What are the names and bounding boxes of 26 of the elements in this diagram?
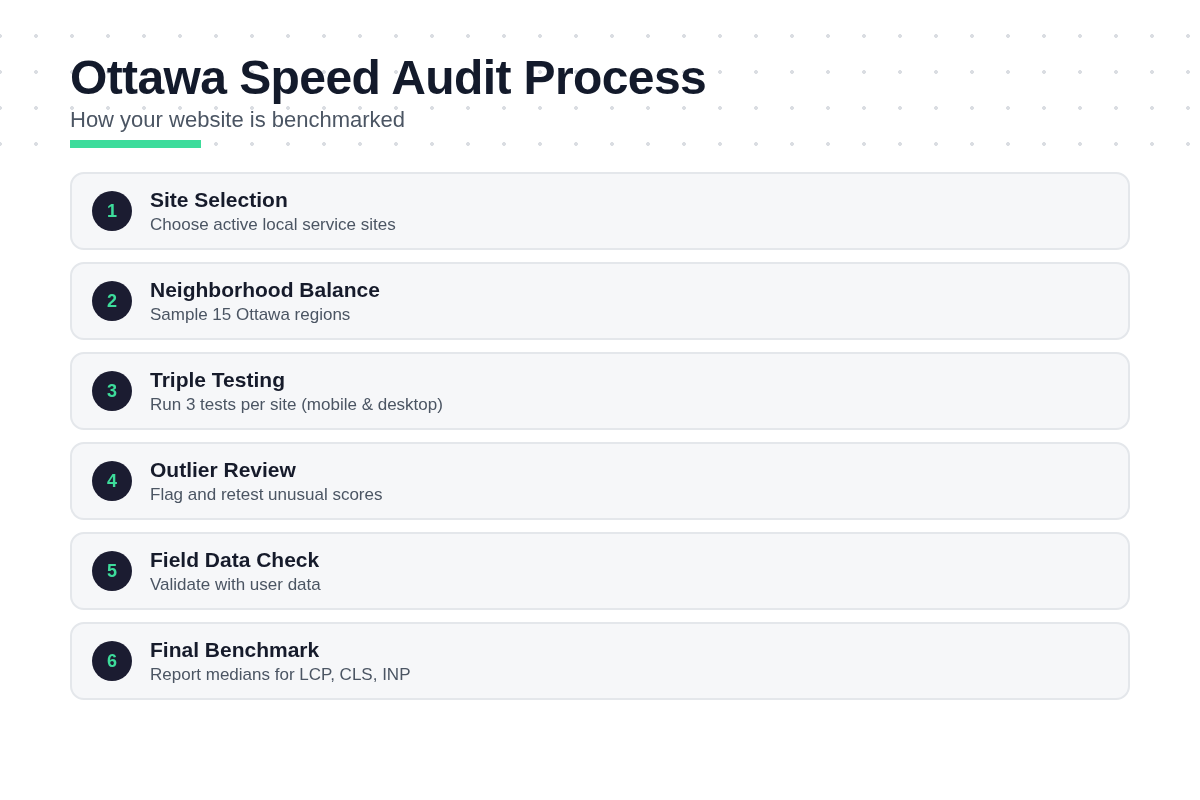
step-description: Run 3 tests per site (mobile & desktop) [150, 394, 443, 415]
step-card [70, 532, 1130, 610]
step-card [70, 172, 1130, 250]
step-title: Site Selection [150, 187, 288, 212]
step-description: Report medians for LCP, CLS, INP [150, 664, 411, 685]
step-title: Final Benchmark [150, 637, 320, 662]
step-card [70, 262, 1130, 340]
step-number: 4 [92, 461, 132, 501]
page-subtitle: How your website is benchmarked [70, 106, 406, 134]
step-number: 3 [92, 371, 132, 411]
step-description: Sample 15 Ottawa regions [150, 304, 351, 325]
step-description: Flag and retest unusual scores [150, 484, 383, 505]
step-title: Outlier Review [150, 457, 296, 482]
step-card [70, 622, 1130, 700]
step-description: Choose active local service sites [150, 214, 396, 235]
step-number: 6 [92, 641, 132, 681]
step-number: 2 [92, 281, 132, 321]
step-number: 1 [92, 191, 132, 231]
page-title: Ottawa Speed Audit Process [70, 50, 707, 106]
step-title: Neighborhood Balance [150, 277, 380, 302]
step-number: 5 [92, 551, 132, 591]
step-title: Triple Testing [150, 367, 285, 392]
step-description: Validate with user data [150, 574, 321, 595]
step-card [70, 352, 1130, 430]
step-title: Field Data Check [150, 547, 320, 572]
step-card [70, 442, 1130, 520]
